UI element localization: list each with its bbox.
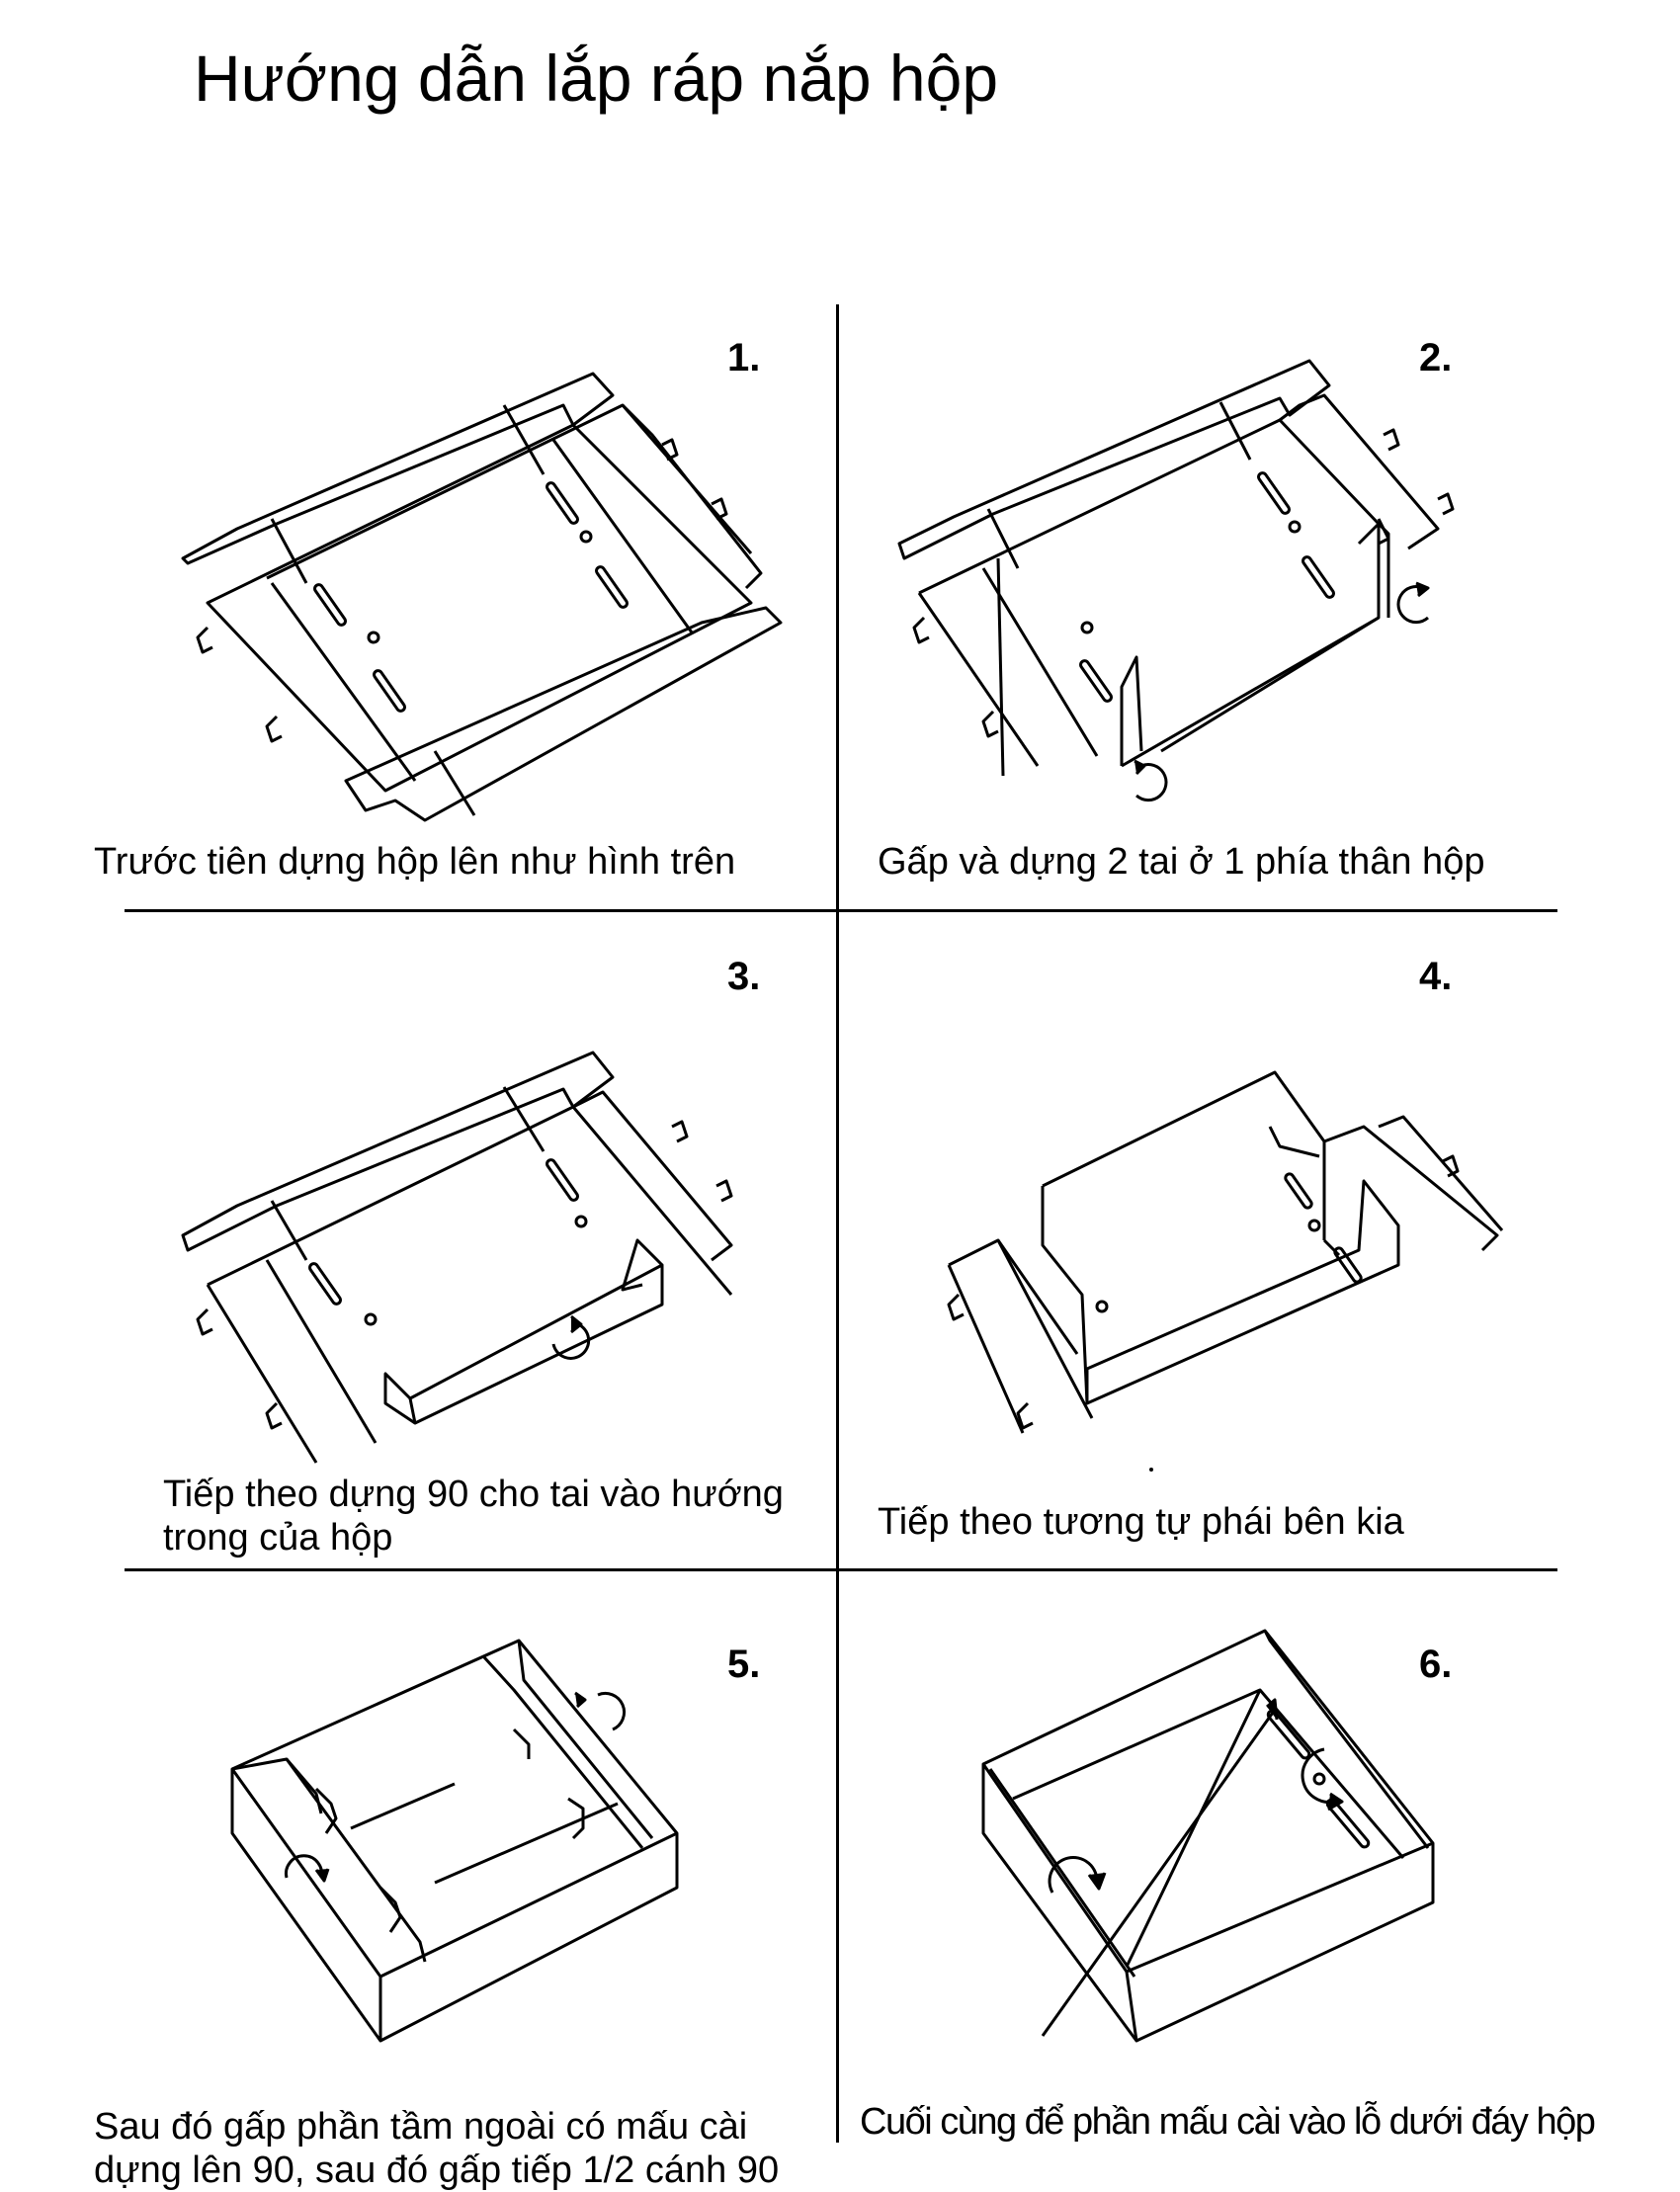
step-2-caption: Gấp và dựng 2 tai ở 1 phía thân hộp: [878, 841, 1485, 883]
step-4-caption: Tiếp theo tương tự phái bên kia: [878, 1501, 1404, 1543]
step-3-caption-line-1: Tiếp theo dựng 90 cho tai vào hướng: [163, 1474, 784, 1515]
horizontal-divider-1: [125, 909, 1557, 912]
step-4-number: 4.: [1419, 955, 1453, 998]
step-1-number: 1.: [727, 336, 761, 379]
step-2-figure: [894, 361, 1487, 825]
step-5-number: 5.: [727, 1643, 761, 1686]
step-2-number: 2.: [1419, 336, 1453, 379]
step-6-caption: Cuối cùng để phần mấu cài vào lỗ dưới đá…: [860, 2101, 1596, 2143]
step-6-number: 6.: [1419, 1643, 1453, 1686]
step-6-figure: [978, 1626, 1443, 2041]
step-5-caption-line-2: dựng lên 90, sau đó gấp tiếp 1/2 cánh 90: [94, 2150, 780, 2191]
horizontal-divider-2: [125, 1568, 1557, 1571]
vertical-divider: [836, 304, 839, 2143]
stray-dot: [1149, 1468, 1153, 1472]
step-3-number: 3.: [727, 955, 761, 998]
step-3-caption-line-2: trong của hộp: [163, 1517, 393, 1559]
step-5-figure: [227, 1636, 682, 2051]
page-title: Hướng dẫn lắp ráp nắp hộp: [194, 42, 999, 115]
step-4-figure: [944, 1067, 1507, 1453]
step-5-caption-line-1: Sau đó gấp phần tầm ngoài có mấu cài: [94, 2106, 748, 2148]
step-1-figure: [178, 366, 791, 820]
step-3-figure: [178, 1048, 781, 1473]
step-1-caption: Trước tiên dựng hộp lên như hình trên: [94, 841, 736, 883]
